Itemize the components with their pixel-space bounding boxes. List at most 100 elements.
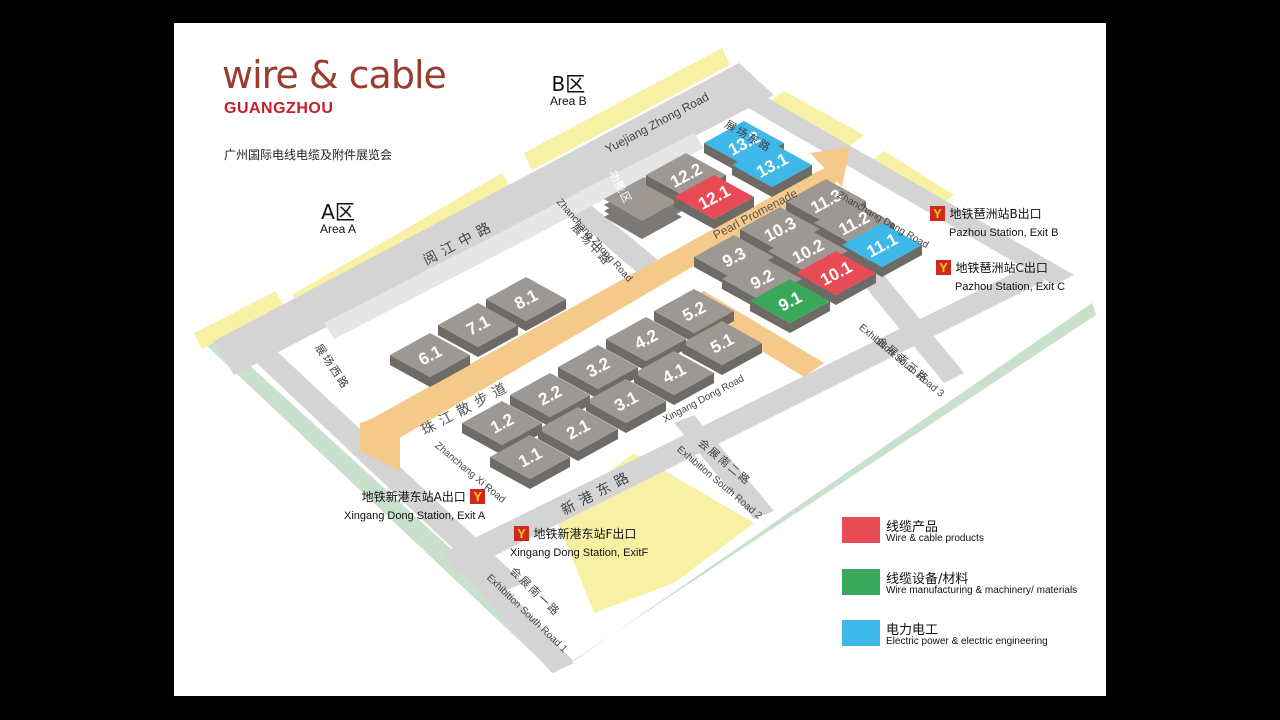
road-zhanchang-xi <box>244 341 524 593</box>
station-xingang-a-cn: 地铁新港东站A出口 <box>361 490 466 504</box>
metro-icon: Y <box>514 526 529 542</box>
hall-5-1[interactable]: 5.1 <box>682 321 762 375</box>
road-yuejiang <box>214 63 774 375</box>
hall-top <box>654 289 734 333</box>
hall-11-1[interactable]: 11.1 <box>842 223 922 277</box>
hall-top <box>490 435 570 479</box>
metro-icon: Y <box>930 206 945 222</box>
hall-top <box>438 303 518 347</box>
station-pazhou-b-en: Pazhou Station, Exit B <box>949 227 1059 239</box>
venue-boundary <box>204 303 1096 673</box>
hall-2-1[interactable]: 2.1 <box>538 407 618 461</box>
pearl-promenade <box>364 163 838 447</box>
legend-wire-cn: 线缆产品 <box>886 520 939 535</box>
hall-top <box>842 223 922 267</box>
metro-icon: Y <box>470 489 486 505</box>
hall-2-2[interactable]: 2.2 <box>510 373 590 427</box>
hall-side <box>674 197 754 229</box>
hall-top <box>486 277 566 321</box>
legend-power-en: Electric power & electric engineering <box>886 636 1048 647</box>
hall-8-1[interactable]: 8.1 <box>486 277 566 331</box>
hall-top <box>732 143 812 187</box>
legend-power-cn: 电力电工 <box>886 623 939 638</box>
hall-6-1[interactable]: 6.1 <box>390 333 470 387</box>
hall-top <box>538 407 618 451</box>
fair-name: 广州国际电线电缆及附件展览会 <box>224 148 393 162</box>
road-zhanchang-dong <box>736 93 1074 285</box>
hall-7-1[interactable]: 7.1 <box>438 303 518 357</box>
logo-wire: wire <box>222 53 299 97</box>
road-inner <box>324 133 704 339</box>
station-xingang-f-cn: 地铁新港东站F出口 <box>533 527 637 541</box>
hall-top <box>462 401 542 445</box>
legend-wire-en: Wire & cable products <box>886 533 984 544</box>
road-exh-south-1 <box>454 553 574 673</box>
station-pazhou-c: Y 地铁琶洲站C出口 Pazhou Station, Exit C <box>936 259 1065 295</box>
hall-top <box>390 333 470 377</box>
hall-side <box>750 301 830 333</box>
area-b-label: B区 Area B <box>550 73 587 108</box>
park-strip <box>868 151 954 207</box>
station-pazhou-b: Y 地铁琶洲站B出口 Pazhou Station, Exit B <box>930 205 1058 241</box>
hall-4-1[interactable]: 4.1 <box>634 351 714 405</box>
hall-1-1[interactable]: 1.1 <box>490 435 570 489</box>
area-b-en: Area B <box>550 94 587 108</box>
road-exh-south-2 <box>674 415 774 519</box>
hall-4-2[interactable]: 4.2 <box>606 317 686 371</box>
area-b-cn: B区 <box>551 72 586 96</box>
logo-cable: cable <box>348 53 447 97</box>
hall-top <box>606 317 686 361</box>
park-strip <box>524 48 730 170</box>
hall-top <box>510 373 590 417</box>
hall-side <box>538 429 618 461</box>
hall-3-1[interactable]: 3.1 <box>586 379 666 433</box>
hall-top <box>586 379 666 423</box>
logo-wordmark: wire & cable <box>222 53 447 97</box>
hall-top <box>674 175 754 219</box>
station-xingang-f-en: Xingang Dong Station, ExitF <box>510 547 649 559</box>
station-pazhou-c-cn: 地铁琶洲站C出口 <box>955 261 1048 275</box>
metro-icon: Y <box>936 260 951 276</box>
hall-9-1[interactable]: 9.1 <box>750 279 830 333</box>
promenade-arrow-head <box>810 147 850 187</box>
road-xingang <box>444 263 1044 575</box>
promenade-arrow-left <box>360 409 400 471</box>
hall-side <box>796 273 876 305</box>
hall-side <box>634 373 714 405</box>
legend-machinery-en: Wire manufacturing & machinery/ material… <box>886 585 1078 596</box>
hall-top <box>750 279 830 323</box>
hall-side <box>486 299 566 331</box>
park-strip <box>194 291 284 349</box>
station-pazhou-c-en: Pazhou Station, Exit C <box>955 281 1066 293</box>
hall-top <box>682 321 762 365</box>
logo-city: GUANGZHOU <box>224 100 334 117</box>
station-xingang-a-en: Xingang Dong Station, Exit A <box>344 510 486 522</box>
station-xingang-a: 地铁新港东站A出口 Y Xingang Dong Station, Exit A <box>344 488 486 524</box>
legend-swatch-power <box>842 620 880 646</box>
legend-swatch-wire <box>842 517 880 543</box>
road-exh-south-3 <box>854 263 964 383</box>
hall-side <box>586 401 666 433</box>
hall-10-1[interactable]: 10.1 <box>796 251 876 305</box>
legend-swatch-machinery <box>842 569 880 595</box>
logo-amp: & <box>308 53 339 97</box>
hall-12-1[interactable]: 12.1 <box>674 175 754 229</box>
hall-top <box>558 345 638 389</box>
hall-side <box>842 245 922 277</box>
hall-1-2[interactable]: 1.2 <box>462 401 542 455</box>
hall-side <box>732 165 812 197</box>
legend-machinery-cn: 线缆设备/材料 <box>886 572 969 587</box>
park-strip <box>768 91 864 147</box>
station-xingang-f: Y 地铁新港东站F出口 Xingang Dong Station, ExitF <box>510 525 648 561</box>
hall-side <box>390 355 470 387</box>
hall-side <box>682 343 762 375</box>
hall-top <box>634 351 714 395</box>
hall-13-1[interactable]: 13.1 <box>732 143 812 197</box>
area-a-en: Area A <box>320 222 357 236</box>
station-pazhou-b-cn: 地铁琶洲站B出口 <box>949 207 1042 221</box>
hall-side <box>438 325 518 357</box>
hall-top <box>796 251 876 295</box>
